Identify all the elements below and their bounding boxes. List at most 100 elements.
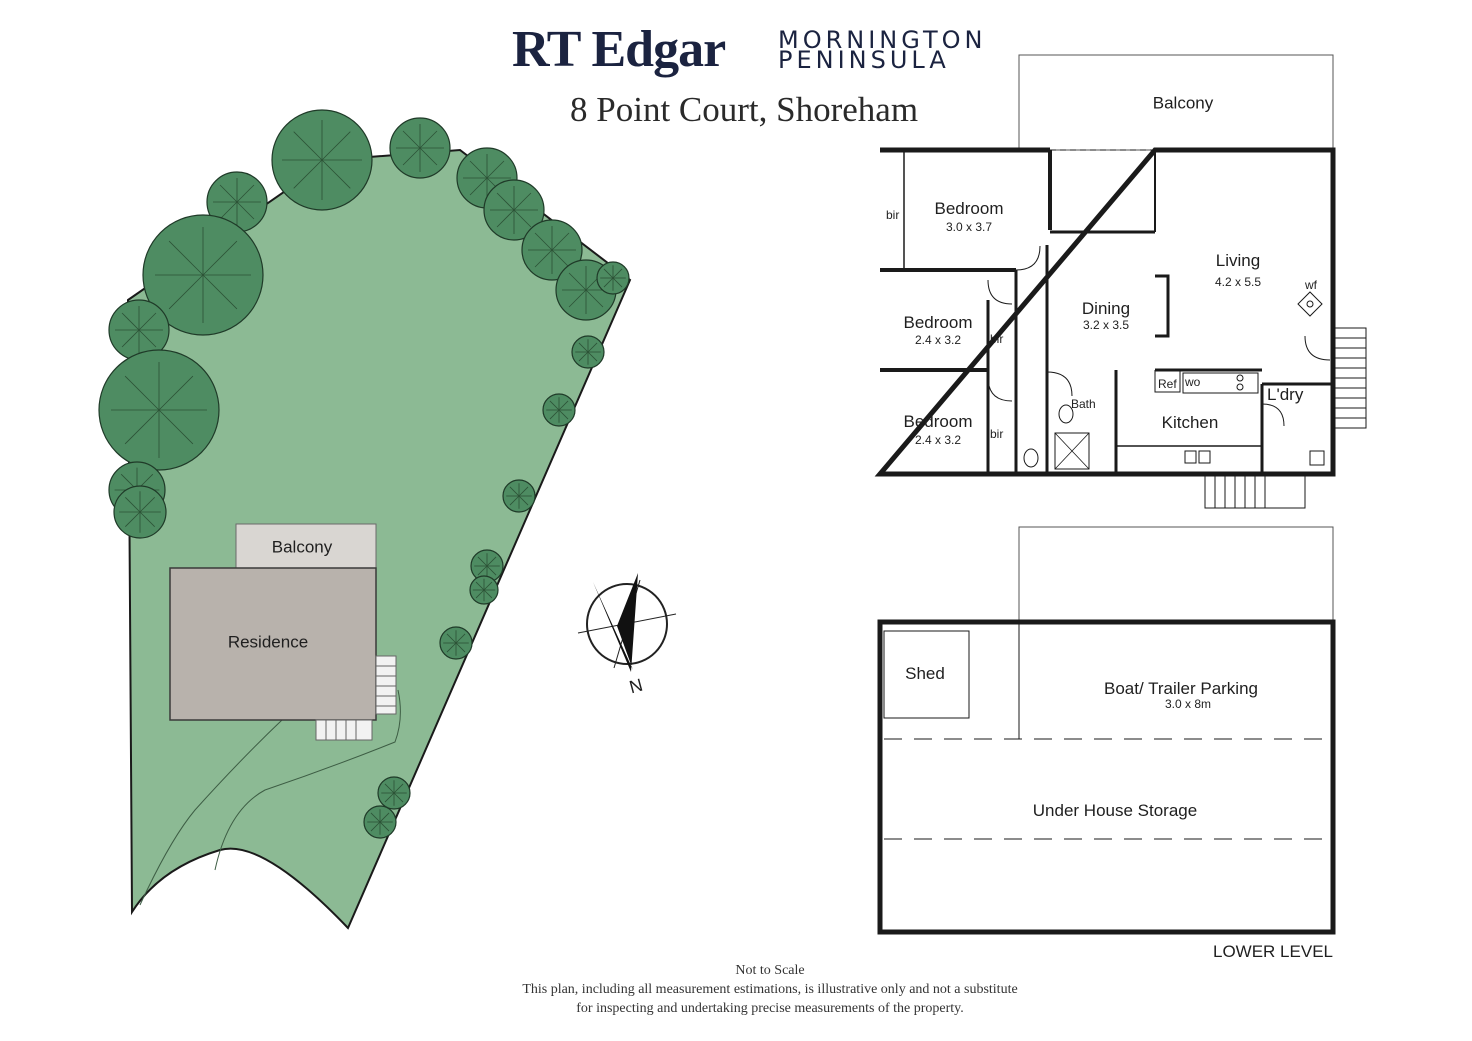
tree-branch — [293, 159, 323, 189]
tree-branch — [379, 812, 390, 823]
tree-branch — [219, 184, 238, 203]
tree-branch — [121, 312, 140, 331]
boat-parking-name: Boat/ Trailer Parking — [1104, 679, 1258, 698]
disclaimer-line-2: This plan, including all measurement est… — [522, 982, 1018, 997]
tree-branch — [168, 274, 204, 310]
upper-stairs-south — [1204, 473, 1306, 509]
tree-branch — [139, 511, 155, 527]
tree-branch — [124, 375, 160, 411]
bedroom1-name: Bedroom — [935, 199, 1004, 218]
upper-level — [874, 54, 1367, 509]
upper-stairs-east — [1332, 327, 1367, 429]
tree-branch — [558, 400, 569, 411]
tree-branch — [138, 329, 157, 348]
tree-branch — [321, 131, 351, 161]
site-plan: Balcony Residence — [98, 109, 632, 930]
tree-branch — [612, 268, 623, 279]
residence-block — [169, 567, 377, 721]
disclaimer-line-1: Not to Scale — [735, 963, 805, 978]
tree-branch — [321, 159, 351, 189]
tree-branch — [551, 249, 570, 268]
tree-branch — [587, 342, 598, 353]
tree-branch — [612, 277, 623, 288]
tree-branch — [202, 240, 238, 276]
compass-north-label: N — [627, 675, 645, 698]
tree-branch — [477, 556, 488, 567]
tree-branch — [469, 160, 488, 179]
bedroom3-dims: 2.4 x 3.2 — [915, 433, 961, 447]
tree-branch — [483, 589, 493, 599]
garden-path — [139, 719, 283, 906]
tree-branch — [578, 351, 589, 362]
tree-branch — [125, 511, 141, 527]
tree-branch — [518, 495, 529, 506]
lower-level — [877, 526, 1336, 935]
tree-branch — [384, 792, 395, 803]
lower-level-labels: Shed Boat/ Trailer Parking 3.0 x 8m Unde… — [905, 664, 1333, 961]
tree-branch — [513, 192, 532, 211]
site-stairs-east — [375, 655, 397, 715]
tree-branch — [419, 130, 438, 149]
tree-branch — [219, 201, 238, 220]
tree-branch — [125, 497, 141, 513]
tree-branch — [483, 581, 493, 591]
tree-branch — [549, 400, 560, 411]
tree-branch — [475, 581, 485, 591]
tree-branch — [158, 375, 194, 411]
tree-branch — [509, 495, 520, 506]
site-stairs-south — [315, 719, 373, 741]
disclaimer: Not to Scale This plan, including all me… — [480, 961, 1060, 1018]
wood-fire-label: wf — [1304, 278, 1318, 292]
region-line-2: PENINSULA — [778, 46, 950, 74]
shed-label: Shed — [905, 664, 945, 683]
tree-branch — [549, 409, 560, 420]
tree-branch — [419, 147, 438, 166]
tree-branch — [384, 783, 395, 794]
region-logo: MORNINGTON PENINSULA — [778, 28, 987, 74]
tree-branch — [475, 589, 485, 599]
kitchen-name: Kitchen — [1162, 413, 1219, 432]
property-address: 8 Point Court, Shoreham — [570, 90, 919, 129]
bedroom3-bir: bir — [990, 427, 1003, 441]
tree-branch — [496, 192, 515, 211]
tree-branch — [534, 232, 553, 251]
dining-name: Dining — [1082, 299, 1130, 318]
wall-oven-label: wo — [1184, 375, 1201, 389]
bedroom2-bir: bir — [990, 332, 1003, 346]
tree-branch — [293, 131, 323, 161]
tree-branch — [138, 312, 157, 331]
tree-branch — [603, 268, 614, 279]
tree-branch — [486, 556, 497, 567]
tree-branch — [509, 486, 520, 497]
tree-branch — [139, 497, 155, 513]
tree-branch — [124, 409, 160, 445]
tree-branch — [469, 177, 488, 196]
tree-branch — [558, 409, 569, 420]
tree-branch — [534, 249, 553, 268]
site-balcony-label: Balcony — [272, 537, 333, 556]
tree-branch — [455, 642, 466, 653]
bedroom1-dims: 3.0 x 3.7 — [946, 220, 992, 234]
upper-balcony-label: Balcony — [1153, 93, 1214, 112]
tree-branch — [486, 160, 505, 179]
living-dims: 4.2 x 5.5 — [1215, 275, 1261, 289]
tree-branch — [370, 812, 381, 823]
bath-label: Bath — [1071, 397, 1096, 411]
tree-branch — [513, 209, 532, 228]
tree-branch — [393, 783, 404, 794]
brand-logo: RT Edgar — [512, 21, 726, 78]
laundry-name: L'dry — [1267, 385, 1304, 404]
upper-level-labels: Balcony bir Bedroom 3.0 x 3.7 Bedroom 2.… — [886, 93, 1318, 447]
tree-branch — [393, 792, 404, 803]
tree-branch — [236, 201, 255, 220]
tree-branch — [158, 409, 194, 445]
tree-branch — [518, 486, 529, 497]
fridge-label: Ref — [1158, 377, 1177, 391]
boat-parking-dims: 3.0 x 8m — [1165, 697, 1211, 711]
tree-branch — [496, 209, 515, 228]
tree-branch — [568, 289, 587, 308]
lawn — [126, 148, 632, 930]
tree-branch — [551, 232, 570, 251]
tree-branch — [236, 184, 255, 203]
